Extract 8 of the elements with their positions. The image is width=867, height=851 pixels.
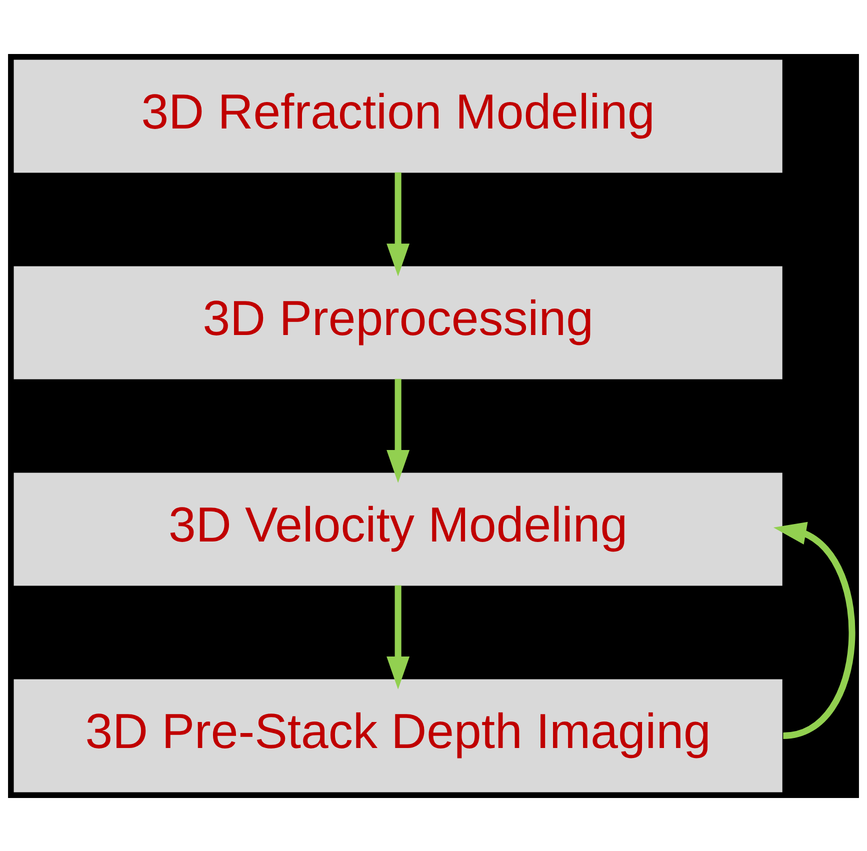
node-box: 3D Velocity Modeling <box>14 472 782 586</box>
arrow <box>386 172 410 276</box>
arrow <box>386 378 410 482</box>
arrow <box>773 521 855 738</box>
node-box: 3D Pre-Stack Depth Imaging <box>14 678 782 792</box>
arrow <box>386 584 410 689</box>
node-box: 3D Preprocessing <box>14 266 782 379</box>
node-box: 3D Refraction Modeling <box>14 59 782 172</box>
